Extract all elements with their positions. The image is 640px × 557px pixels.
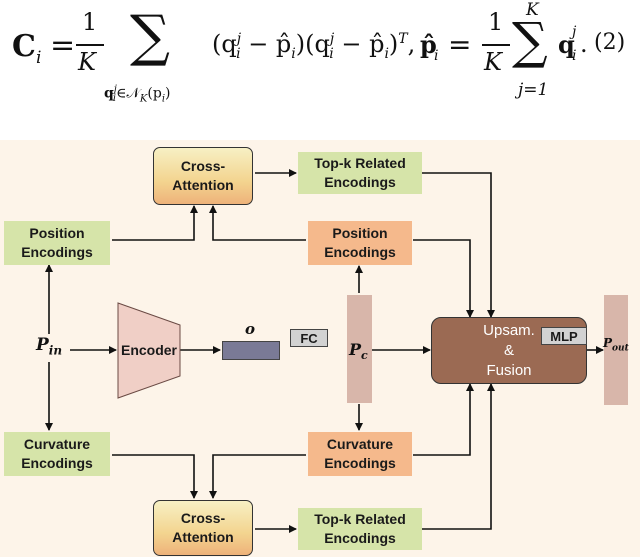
eq-lhs-sub: i: [36, 48, 42, 68]
o-feature-bar: [222, 341, 280, 360]
eq-frac2-line: [482, 44, 510, 46]
fc-block: FC: [290, 329, 328, 347]
cross-attention-bottom-line1: Cross-: [180, 510, 226, 526]
eq-sum2-bottom: j=1: [518, 80, 549, 100]
cross-attention-bottom-line2: Attention: [172, 529, 234, 545]
curvature-right-line2: Encodings: [324, 455, 396, 471]
mlp-block: MLP: [541, 327, 587, 345]
eq-sum-symbol: ∑: [130, 4, 170, 69]
encoder-label: Encoder: [120, 341, 177, 358]
eq-frac2-num: 1: [488, 8, 504, 36]
cross-attention-top-line1: Cross-: [180, 158, 226, 174]
fusion-line1: Upsam.: [483, 321, 535, 339]
p-c-label: Pc: [349, 340, 368, 363]
eq-equals-2: =: [448, 28, 472, 61]
cross-attention-top-line2: Attention: [172, 177, 234, 193]
topk-related-encodings-top: Top-k Related Encodings: [298, 152, 422, 194]
fusion-line3: Fusion: [486, 361, 532, 379]
eq-sum2-top: K: [526, 0, 539, 20]
topk-bottom-line2: Encodings: [324, 530, 396, 546]
o-label: o: [245, 320, 256, 338]
eq-frac1-num: 1: [82, 8, 98, 36]
p-out-label: Pout: [603, 336, 629, 354]
encoder-shape: [117, 302, 181, 399]
eq-phat: p̂: [420, 30, 437, 59]
topk-top-line1: Top-k Related: [314, 155, 406, 171]
curvature-encodings-right: Curvature Encodings: [308, 432, 412, 476]
fusion-line2: &: [503, 341, 514, 359]
cross-attention-top: Cross- Attention: [153, 147, 253, 205]
eq-frac1-den: K: [78, 48, 96, 76]
eq-equals-1: =: [50, 28, 76, 63]
curvature-right-line1: Curvature: [326, 436, 394, 452]
eq-phat-sub: i: [434, 48, 439, 64]
p-c-feature-bar: [347, 295, 372, 403]
cross-attention-bottom: Cross- Attention: [153, 500, 253, 556]
eq-period: .: [580, 30, 588, 58]
eq-covariance-term: (qji − p̂i)(qji − p̂i)T,: [212, 30, 416, 62]
p-in-label: Pin: [36, 335, 63, 358]
position-encodings-right: Position Encodings: [308, 221, 412, 265]
position-left-line2: Encodings: [21, 244, 93, 260]
topk-related-encodings-bottom: Top-k Related Encodings: [298, 508, 422, 550]
position-encodings-left: Position Encodings: [4, 221, 110, 265]
curvature-encodings-left: Curvature Encodings: [4, 432, 110, 476]
position-left-line1: Position: [29, 225, 85, 241]
eq-frac1-line: [76, 44, 104, 46]
eq-sum-range: qji∈𝒩K(pi): [104, 84, 171, 105]
eq-qterm: q: [558, 30, 575, 59]
architecture-diagram: Cross- Attention Top-k Related Encodings…: [0, 140, 640, 557]
eq-frac2-den: K: [484, 48, 502, 76]
eq-sum2-symbol: ∑: [512, 12, 548, 70]
topk-bottom-line1: Top-k Related: [314, 511, 406, 527]
eq-lhs-c: C: [12, 29, 36, 64]
curvature-left-line1: Curvature: [23, 436, 91, 452]
eq-qterm-sub: i: [572, 48, 577, 64]
p-out-feature-bar: [604, 295, 628, 405]
topk-top-line2: Encodings: [324, 174, 396, 190]
position-right-line2: Encodings: [324, 244, 396, 260]
equation-2: C i = 1 K ∑ qji∈𝒩K(pi) (qji − p̂i)(qji −…: [0, 0, 640, 118]
position-right-line1: Position: [332, 225, 388, 241]
eq-qterm-sup: j: [572, 24, 577, 40]
curvature-left-line2: Encodings: [21, 455, 93, 471]
eq-number: (2): [594, 30, 626, 55]
connection-arrows: [45, 169, 604, 533]
